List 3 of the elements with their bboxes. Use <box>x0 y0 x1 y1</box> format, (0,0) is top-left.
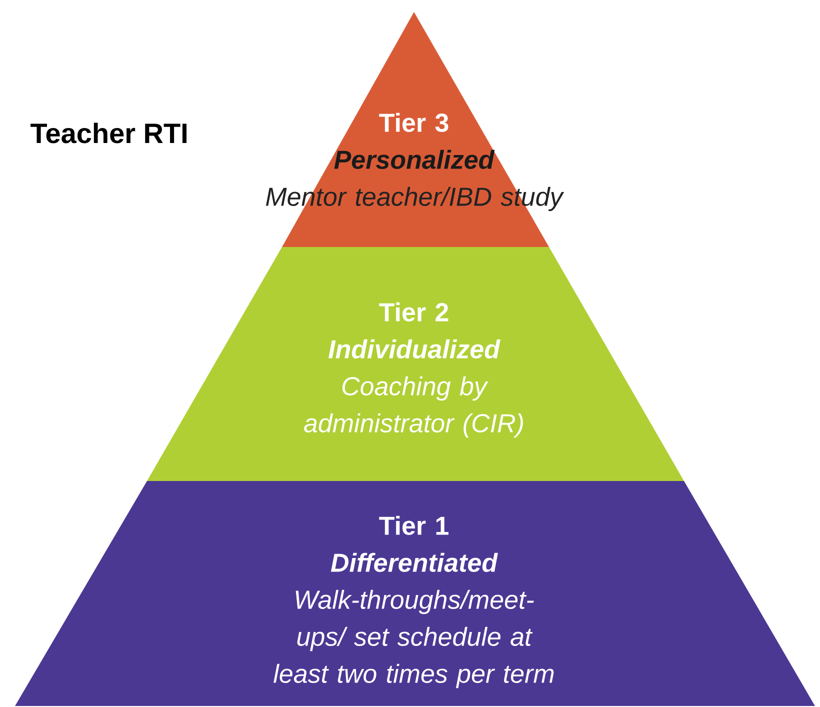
tier-band: Tier 2 Individualized Coaching by administrator (CIR) <box>147 247 684 481</box>
tier-band: Tier 1 Differentiated Walk-throughs/meet-ups/ set schedule at least two times per term <box>15 481 815 706</box>
title: Teacher RTI <box>30 122 186 144</box>
